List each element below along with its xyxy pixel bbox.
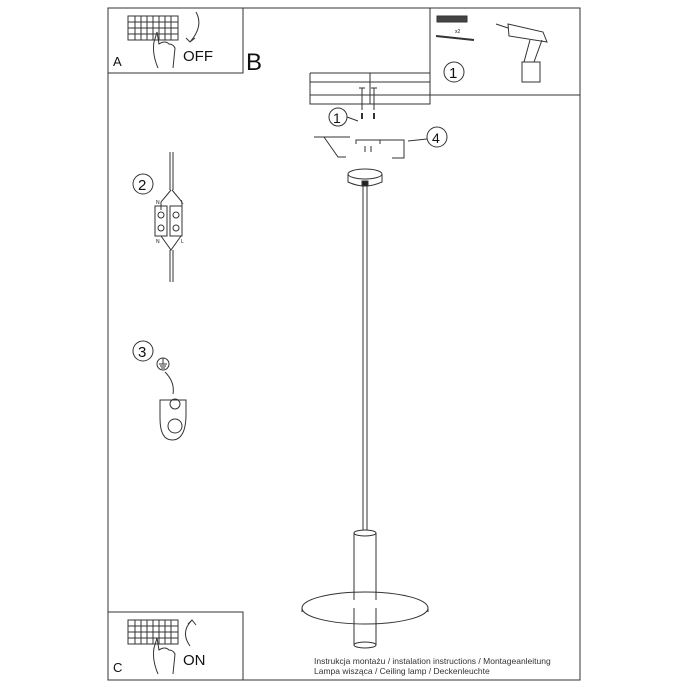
panel-b-letter: B <box>246 49 262 76</box>
breaker-box-icon <box>127 619 179 645</box>
panel-c: C ON <box>107 611 244 681</box>
panel-a-letter: A <box>113 54 122 69</box>
ground-connection <box>132 340 187 441</box>
wiring-step-number: 2 <box>138 177 146 194</box>
tools-panel: x2 1 <box>429 7 581 96</box>
screws-step-number: 1 <box>333 110 341 126</box>
off-label: OFF <box>183 48 213 65</box>
panel-c-letter: C <box>113 660 122 675</box>
live-label-top: L <box>181 200 184 206</box>
footer-line-2: Lampa wisząca / Ceiling lamp / Deckenleu… <box>314 666 490 676</box>
mount-step-number: 4 <box>432 130 440 146</box>
hand-icon <box>153 31 176 69</box>
pendant-lamp <box>301 168 429 649</box>
neutral-label-bottom: N <box>156 239 160 245</box>
live-label-bottom: L <box>181 239 184 245</box>
footer: Instrukcja montażu / instalation instruc… <box>314 656 551 676</box>
neutral-label-top: N <box>156 200 160 206</box>
canopy <box>347 168 383 180</box>
drill-icon <box>495 23 548 83</box>
hand-icon <box>153 637 176 675</box>
mounting-bracket <box>314 136 405 159</box>
upper-cylinder <box>353 533 377 600</box>
arrow-down-icon <box>185 11 200 43</box>
outer-frame <box>107 7 581 681</box>
tools-step-number: 1 <box>449 65 457 82</box>
wall-plug-icon <box>436 15 468 23</box>
shade-disc <box>301 591 429 625</box>
footer-line-1: Instrukcja montażu / instalation instruc… <box>314 656 551 666</box>
ceiling <box>309 72 431 119</box>
step-circle <box>426 126 448 148</box>
screw-icon <box>435 35 475 41</box>
step-circle <box>443 61 465 83</box>
quantity-label: x2 <box>455 29 461 35</box>
on-label: ON <box>183 652 206 669</box>
ground-step-number: 3 <box>138 344 146 361</box>
arrow-up-icon <box>185 619 197 647</box>
breaker-box-icon <box>127 15 179 41</box>
panel-a: A OFF <box>107 7 244 74</box>
lower-cylinder <box>353 608 377 645</box>
suspension-rod <box>362 186 368 530</box>
wiring-diagram <box>132 152 183 282</box>
